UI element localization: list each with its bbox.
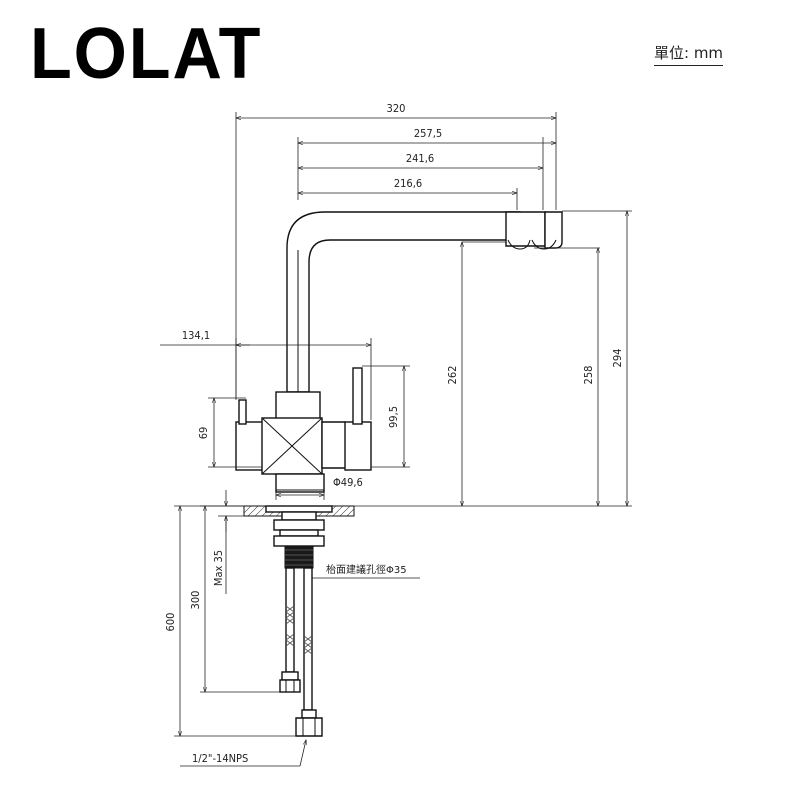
dim-320: 320 xyxy=(387,102,406,115)
faucet-spout xyxy=(286,211,563,393)
dim-257-5: 257,5 xyxy=(414,127,442,140)
dim-294: 294 xyxy=(611,349,624,368)
dim-thread: 1/2"-14NPS xyxy=(192,752,248,765)
supply-hoses xyxy=(279,567,323,737)
brand-logo: LOLAT xyxy=(30,14,263,94)
hole-recommendation-note: 枱面建議孔徑Φ35 xyxy=(326,563,407,576)
body-dimensions: 134,1 69 99,5 Φ49,6 xyxy=(160,329,410,500)
hose-dimensions: 300 600 1/2"-14NPS xyxy=(164,506,306,767)
dim-600: 600 xyxy=(164,613,177,632)
dim-300: 300 xyxy=(189,591,202,610)
dim-258: 258 xyxy=(582,366,595,385)
unit-label: 單位: mm xyxy=(654,42,724,66)
dim-max-35: Max 35 xyxy=(212,550,225,586)
dim-99-5: 99,5 xyxy=(387,406,400,428)
dim-216-6: 216,6 xyxy=(394,177,422,190)
faucet-body xyxy=(235,367,372,493)
dim-262: 262 xyxy=(446,366,459,385)
reach-dimensions: 320 257,5 241,6 216,6 xyxy=(236,102,556,400)
dim-69: 69 xyxy=(197,427,210,440)
dim-134-1: 134,1 xyxy=(182,329,210,342)
dim-241-6: 241,6 xyxy=(406,152,434,165)
dim-phi-49-6: Φ49,6 xyxy=(333,476,363,489)
mounting-hardware: Max 35 枱面建議孔徑Φ35 xyxy=(200,490,420,594)
